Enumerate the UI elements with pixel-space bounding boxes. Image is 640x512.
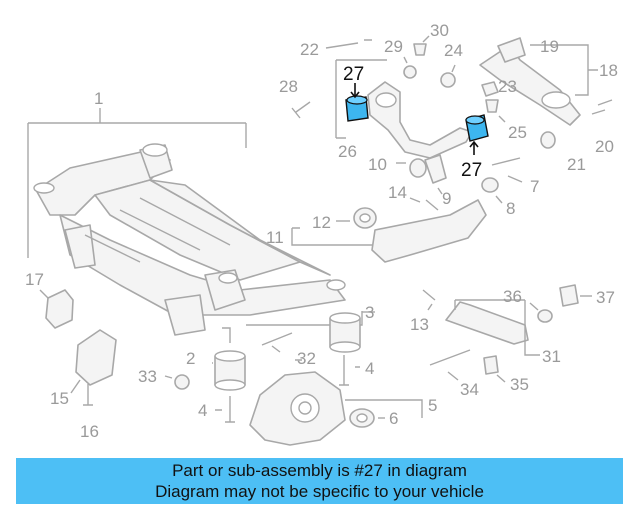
- callout-19: 19: [540, 37, 559, 56]
- bushing-part-27-left: [345, 95, 369, 122]
- callout-12: 12: [312, 213, 331, 232]
- callout-28: 28: [279, 77, 298, 96]
- callout-11: 11: [266, 228, 284, 247]
- callout-1: 1: [94, 89, 103, 108]
- callout-2: 2: [186, 349, 195, 368]
- callout-6: 6: [389, 409, 398, 428]
- upper-arm-part: [479, 37, 581, 126]
- mount-part-15: [75, 329, 117, 386]
- callout-21: 21: [567, 155, 586, 174]
- lower-arm-part: [367, 81, 473, 159]
- callout-7: 7: [530, 177, 539, 196]
- bushing-part-3: [329, 312, 361, 353]
- bushing-part-12: [353, 207, 377, 229]
- callout-37: 37: [596, 288, 615, 307]
- callout-13: 13: [410, 315, 429, 334]
- info-banner: Part or sub-assembly is #27 in diagram D…: [16, 458, 623, 504]
- callout-4a: 4: [365, 359, 374, 378]
- callout-27b: 27: [461, 160, 482, 181]
- callout-33: 33: [138, 367, 157, 386]
- callout-36: 36: [503, 287, 522, 306]
- callout-22: 22: [300, 40, 319, 59]
- callout-23: 23: [498, 77, 517, 96]
- callout-8: 8: [506, 199, 515, 218]
- bushing-part-27-right: [465, 114, 489, 142]
- callout-14: 14: [388, 183, 407, 202]
- callout-34: 34: [460, 380, 479, 399]
- callout-35: 35: [510, 375, 529, 394]
- callout-20: 20: [595, 137, 614, 156]
- callout-3: 3: [365, 303, 374, 322]
- knuckle-part: [249, 371, 346, 446]
- callout-17: 17: [25, 270, 44, 289]
- callout-26: 26: [338, 142, 357, 161]
- callout-5: 5: [428, 396, 437, 415]
- callout-32: 32: [297, 349, 316, 368]
- callout-31: 31: [542, 347, 561, 366]
- callout-4b: 4: [198, 401, 207, 420]
- callout-10: 10: [368, 155, 387, 174]
- callout-25: 25: [508, 123, 527, 142]
- bushing-part-6: [349, 408, 375, 428]
- callout-9: 9: [442, 189, 451, 208]
- subframe-part: [33, 143, 346, 336]
- callout-16: 16: [80, 422, 99, 441]
- banner-line-2: Diagram may not be specific to your vehi…: [155, 482, 484, 501]
- trailing-arm-part: [371, 199, 487, 263]
- callout-29: 29: [384, 37, 403, 56]
- callout-18: 18: [599, 61, 618, 80]
- banner-line-1: Part or sub-assembly is #27 in diagram: [172, 461, 467, 480]
- bushing-part-2: [214, 350, 246, 391]
- mount-part-17: [45, 289, 74, 329]
- callout-24: 24: [444, 41, 463, 60]
- callout-27a: 27: [343, 64, 364, 85]
- link-part-31: [445, 301, 529, 345]
- callout-30: 30: [430, 21, 449, 40]
- callout-15: 15: [50, 389, 69, 408]
